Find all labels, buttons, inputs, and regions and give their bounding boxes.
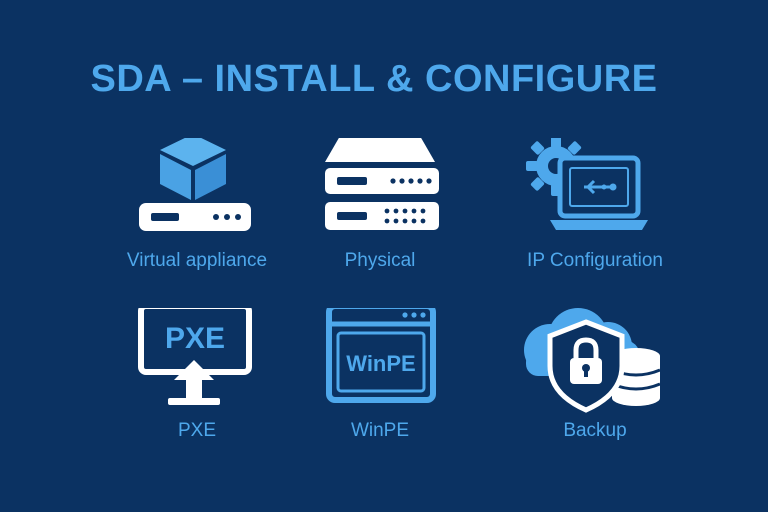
server-rack-icon	[285, 138, 475, 248]
virtual-appliance-icon	[102, 138, 292, 248]
tile-backup: Backup	[500, 308, 690, 458]
winpe-icon-text: WinPE	[346, 351, 415, 376]
tile-label: Backup	[563, 420, 627, 441]
tile-label: Virtual appliance	[126, 250, 268, 271]
cloud-shield-backup-icon	[500, 308, 690, 418]
tile-physical: Physical	[285, 138, 475, 288]
winpe-window-icon: WinPE	[285, 308, 475, 418]
tile-label: Physical	[344, 250, 416, 271]
tile-ip-configuration: IP Configuration	[500, 138, 690, 288]
ip-configuration-icon	[500, 138, 690, 248]
pxe-icon-text: PXE	[165, 322, 225, 355]
tile-pxe: PXE PXE	[102, 308, 292, 458]
lock-icon	[570, 337, 602, 384]
tile-virtual-appliance: Virtual appliance	[102, 138, 292, 288]
tile-label: IP Configuration	[527, 250, 663, 271]
pxe-monitor-icon: PXE	[102, 308, 292, 418]
tile-label: WinPE	[350, 420, 410, 441]
page-title: SDA – INSTALL & CONFIGURE	[90, 58, 658, 100]
tile-winpe: WinPE WinPE	[285, 308, 475, 458]
tile-label: PXE	[177, 420, 217, 441]
